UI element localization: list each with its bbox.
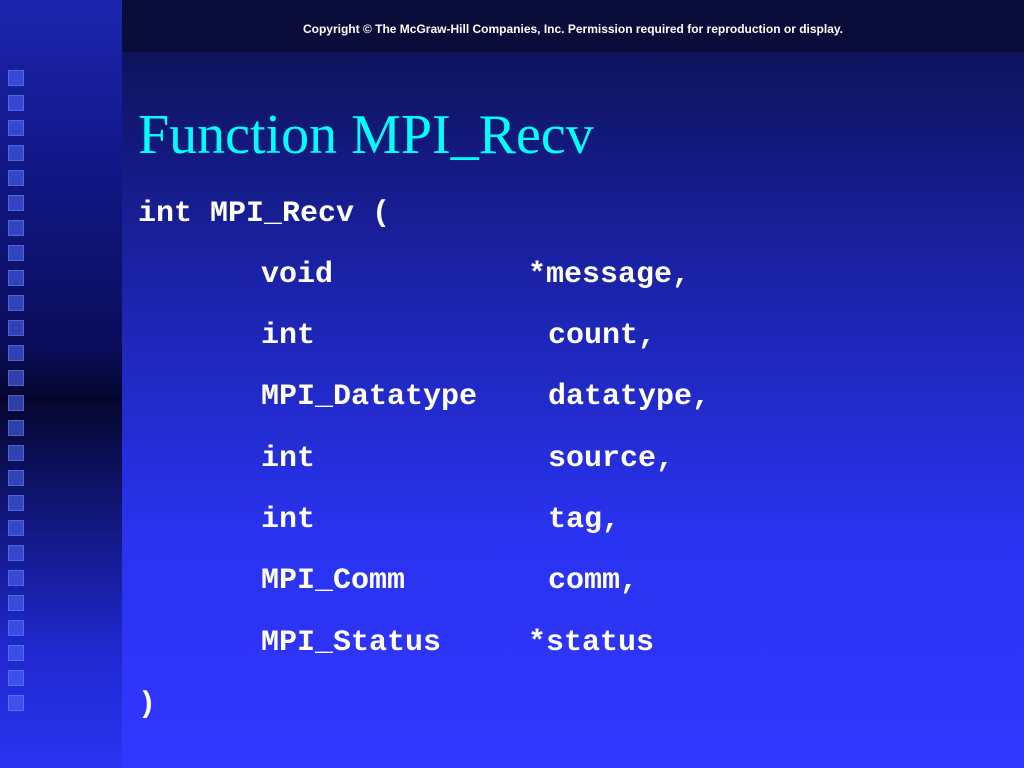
header-bar — [122, 0, 1024, 52]
decorative-square — [8, 270, 24, 286]
decorative-squares — [8, 0, 26, 768]
decorative-square — [8, 670, 24, 686]
decorative-square — [8, 95, 24, 111]
param-name: datatype, — [548, 380, 711, 414]
signature-open: int MPI_Recv ( — [138, 197, 391, 231]
decorative-square — [8, 645, 24, 661]
param-name: count, — [548, 319, 657, 353]
param-name: comm, — [548, 564, 639, 598]
decorative-square — [8, 145, 24, 161]
decorative-square — [8, 295, 24, 311]
decorative-square — [8, 545, 24, 561]
decorative-square — [8, 445, 24, 461]
decorative-sidebar — [0, 0, 122, 768]
decorative-square — [8, 395, 24, 411]
param-type: MPI_Status — [261, 626, 442, 660]
decorative-square — [8, 420, 24, 436]
decorative-square — [8, 620, 24, 636]
param-name: *status — [528, 626, 655, 660]
decorative-square — [8, 345, 24, 361]
param-type: int — [261, 319, 316, 353]
decorative-square — [8, 170, 24, 186]
signature-close: ) — [138, 688, 157, 722]
decorative-square — [8, 370, 24, 386]
decorative-square — [8, 320, 24, 336]
decorative-square — [8, 120, 24, 136]
decorative-square — [8, 570, 24, 586]
decorative-square — [8, 520, 24, 536]
decorative-square — [8, 470, 24, 486]
param-type: MPI_Datatype — [261, 380, 478, 414]
copyright-notice: Copyright © The McGraw-Hill Companies, I… — [302, 22, 844, 36]
param-type: MPI_Comm — [261, 564, 406, 598]
param-name: source, — [548, 442, 675, 476]
decorative-square — [8, 595, 24, 611]
param-type: int — [261, 503, 316, 537]
decorative-square — [8, 695, 24, 711]
slide-title: Function MPI_Recv — [138, 104, 594, 166]
decorative-square — [8, 495, 24, 511]
decorative-square — [8, 220, 24, 236]
param-type: int — [261, 442, 316, 476]
decorative-square — [8, 70, 24, 86]
decorative-square — [8, 195, 24, 211]
param-type: void — [261, 258, 334, 292]
decorative-square — [8, 245, 24, 261]
param-name: tag, — [548, 503, 621, 537]
param-name: *message, — [528, 258, 691, 292]
